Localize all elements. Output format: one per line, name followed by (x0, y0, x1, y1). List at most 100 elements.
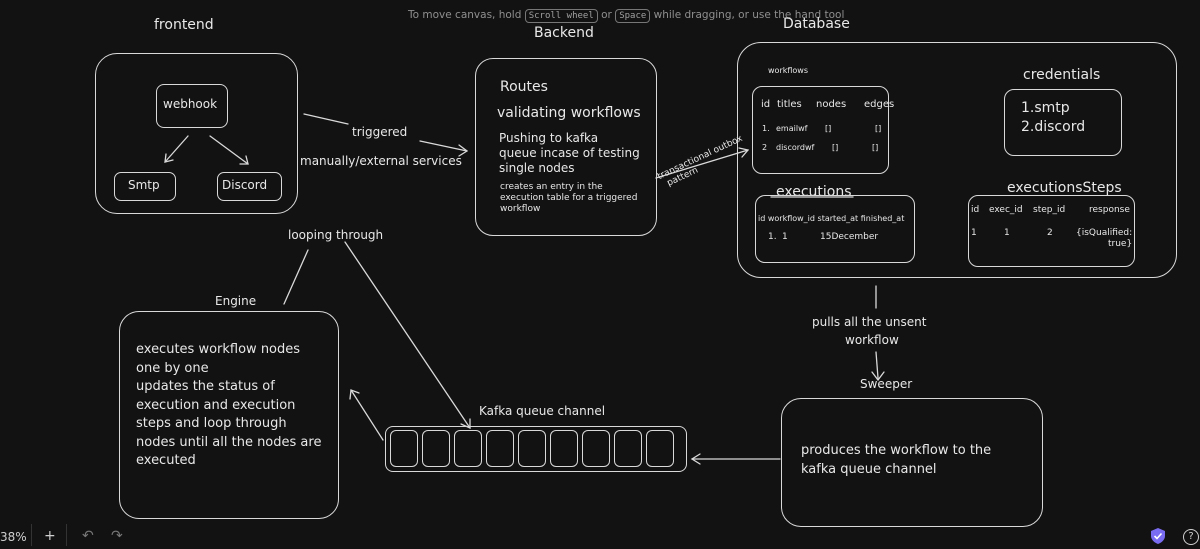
sweeper-text: produces the workflow to the kafka queue… (801, 441, 991, 479)
entry-line-3: workflow (500, 204, 541, 214)
steps-row-response-1: {isQualified: (1076, 228, 1133, 238)
engine-line-1: executes workflow nodes (136, 342, 301, 357)
exec-row-wf: 1 (782, 232, 788, 242)
wf-row-2-edges: [] (872, 143, 879, 152)
wf-row-1-nodes: [] (825, 124, 832, 133)
steps-col-step-id: step_id (1033, 205, 1066, 215)
webhook-label: webhook (163, 97, 218, 111)
toolbar-divider (31, 524, 32, 546)
workflows-label: workflows (768, 66, 809, 75)
credentials-item-1: 1.smtp (1021, 100, 1070, 116)
push-line-2: queue incase of testing (499, 146, 640, 160)
shield-icon[interactable] (1151, 528, 1165, 548)
exec-row-started: 15December (820, 232, 879, 242)
zoom-in-button[interactable]: + (44, 528, 56, 544)
executions-label: executions (776, 184, 852, 200)
push-line-3: single nodes (499, 161, 575, 175)
frontend-label: frontend (154, 17, 214, 33)
credentials-label: credentials (1023, 67, 1101, 83)
sweeper-label: Sweeper (860, 377, 913, 391)
engine-text: executes workflow nodes one by one updat… (136, 341, 321, 471)
wf-row-2-title: discordwf (776, 143, 815, 152)
wf-col-id: id (761, 99, 771, 110)
scroll-wheel-key: Scroll wheel (524, 9, 598, 23)
routes-label: Routes (500, 79, 548, 95)
zoom-level[interactable]: 38% (0, 530, 27, 544)
engine-line-5: steps and loop through (136, 416, 287, 431)
help-icon[interactable]: ? (1183, 529, 1199, 545)
push-line-1: Pushing to kafka (499, 131, 599, 145)
queue-slot (550, 430, 578, 467)
wf-col-titles: titles (777, 99, 802, 110)
smtp-label: Smtp (128, 178, 160, 192)
database-box (737, 42, 1177, 278)
wf-col-nodes: nodes (816, 99, 847, 110)
workflows-table (752, 86, 889, 174)
engine-line-4: execution and execution (136, 397, 296, 413)
steps-col-id: id (971, 205, 980, 215)
wf-col-edges: edges (864, 99, 895, 110)
steps-col-exec-id: exec_id (989, 205, 1023, 215)
database-label: Database (783, 16, 850, 32)
exec-row-id: 1. (768, 232, 777, 242)
space-key: Space (615, 9, 651, 23)
queue-slot (582, 430, 610, 467)
validating-label: validating workflows (497, 105, 641, 121)
steps-row-id: 1 (971, 228, 977, 238)
queue-slot (454, 430, 482, 467)
pulls-label-2: workflow (845, 333, 899, 347)
engine-line-7: executed (136, 453, 196, 468)
hint-text: To move canvas, hold (408, 9, 522, 21)
queue-slot (422, 430, 450, 467)
manually-label: manually/external services (300, 154, 462, 168)
credentials-table (1004, 89, 1122, 156)
steps-row-response-2: true} (1108, 239, 1133, 249)
wf-row-2-id: 2 (762, 143, 768, 152)
discord-node (217, 172, 282, 201)
queue-slot (518, 430, 546, 467)
discord-label: Discord (222, 178, 268, 192)
credentials-item-2: 2.discord (1021, 119, 1086, 135)
push-text: Pushing to kafka queue incase of testing… (499, 131, 640, 176)
executions-steps-label: executionsSteps (1007, 180, 1122, 196)
backend-box (475, 58, 657, 236)
looping-label: looping through (288, 228, 384, 242)
hint-or: or (601, 9, 612, 21)
engine-label: Engine (215, 294, 257, 308)
queue-slot (390, 430, 418, 467)
executions-table (755, 195, 915, 263)
smtp-node (114, 172, 176, 201)
wf-row-1-id: 1. (762, 124, 770, 133)
queue-slot (646, 430, 674, 467)
engine-line-6: nodes until all the nodes are (136, 434, 322, 450)
entry-line-2: execution table for a triggered (500, 193, 638, 203)
sweeper-box (781, 398, 1043, 527)
engine-box (119, 311, 339, 519)
undo-button[interactable]: ↶ (82, 528, 94, 544)
webhook-node (156, 84, 228, 128)
entry-line-1: creates an entry in the (500, 182, 603, 192)
toolbar-divider (66, 524, 67, 546)
steps-row-exec-id: 1 (1004, 228, 1010, 238)
executions-header: id workflow_id started_at finished_at (758, 214, 905, 223)
backend-label: Backend (534, 25, 594, 41)
redo-button[interactable]: ↷ (111, 528, 123, 544)
kafka-queue (385, 426, 687, 472)
frontend-box (95, 53, 298, 214)
engine-line-2: one by one (136, 360, 209, 376)
steps-col-response: response (1089, 205, 1130, 215)
wf-row-1-title: emailwf (776, 124, 808, 133)
pulls-label-1: pulls all the unsent (812, 315, 927, 329)
wf-row-1-edges: [] (875, 124, 882, 133)
engine-line-3: updates the status of (136, 379, 275, 394)
sweeper-line-1: produces the workflow to the (801, 443, 992, 458)
triggered-label: triggered (352, 125, 408, 139)
queue-slot (614, 430, 642, 467)
wf-row-2-nodes: [] (832, 143, 839, 152)
queue-slot (486, 430, 514, 467)
entry-text: creates an entry in the execution table … (500, 182, 637, 215)
kafka-label: Kafka queue channel (479, 404, 606, 418)
executions-steps-table (968, 195, 1135, 267)
hint-text-end: while dragging, or use the hand tool (653, 9, 845, 21)
canvas-hint: To move canvas, hold Scroll wheel or Spa… (408, 9, 844, 23)
